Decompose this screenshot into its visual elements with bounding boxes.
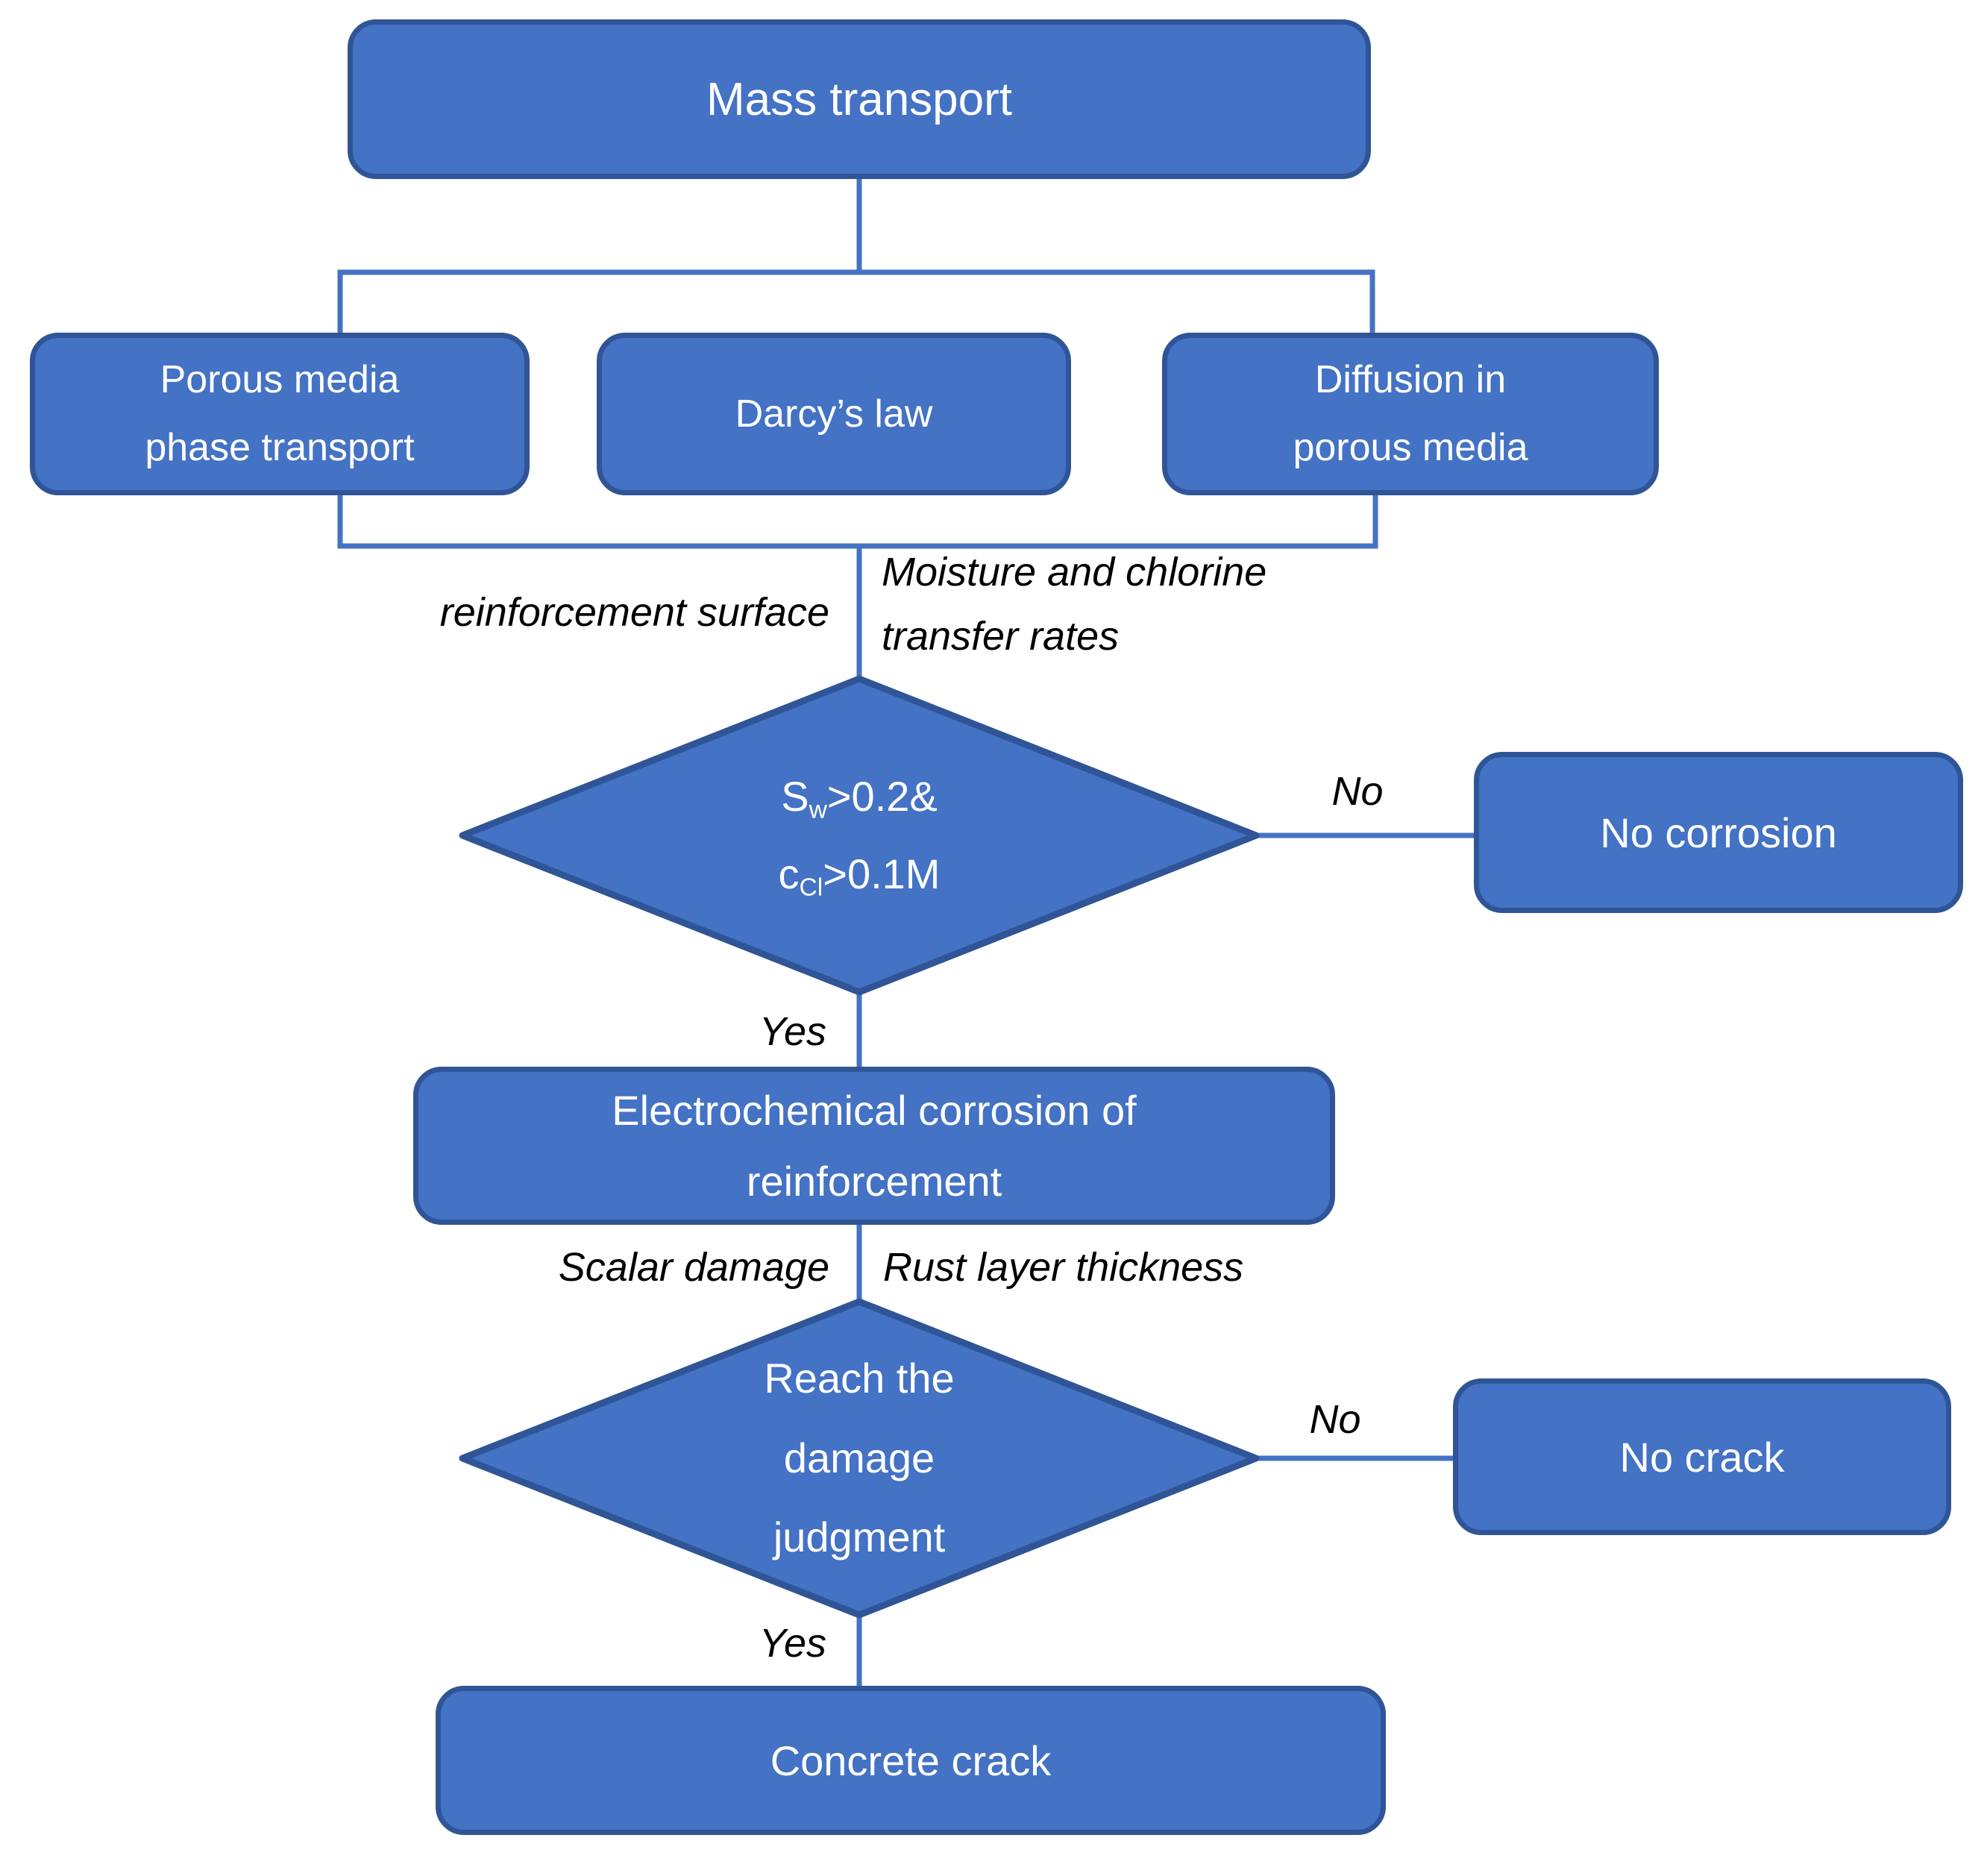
node-label: Darcy’s law [735, 392, 933, 436]
decision1-diamond-shape [459, 675, 1260, 996]
node-diffusion-in-porous-media: Diffusion in porous media [1162, 333, 1659, 495]
decision2-diamond-shape [459, 1298, 1260, 1619]
node-label-line2: phase transport [145, 426, 415, 469]
node-label: Mass transport [706, 73, 1013, 125]
node-porous-media-phase-transport: Porous media phase transport [30, 333, 530, 495]
decision2-line1: Reach the [764, 1355, 955, 1402]
edge-collect-bottom [337, 495, 1378, 549]
decision1-line1: Sw>0.2& [781, 773, 938, 824]
edge-label-moisture-line2: transfer rates [882, 614, 1120, 659]
decision1-text: Sw>0.2& cCl>0.1M [635, 679, 1083, 992]
node-label: No crack [1619, 1433, 1785, 1481]
node-darcys-law: Darcy’s law [597, 333, 1071, 495]
edge-label-decision1-no: No [1331, 769, 1384, 814]
subscript: Cl [799, 873, 823, 902]
node-no-corrosion: No corrosion [1474, 752, 1963, 913]
decision2-line3: judgment [773, 1513, 946, 1561]
node-label-line2: porous media [1293, 426, 1528, 469]
edge-label-decision1-yes: Yes [759, 1009, 826, 1054]
edge-label-rust-layer-thickness: Rust layer thickness [883, 1245, 1244, 1290]
edge-label-decision2-yes: Yes [759, 1621, 826, 1666]
node-concrete-crack: Concrete crack [436, 1686, 1386, 1835]
edge-label-moisture-line1: Moisture and chlorine [882, 550, 1267, 595]
node-label: Concrete crack [770, 1737, 1052, 1784]
node-label-line2: reinforcement [746, 1158, 1002, 1205]
decision2-text: Reach the damage judgment [635, 1302, 1083, 1615]
node-mass-transport: Mass transport [348, 19, 1371, 179]
edge-branch-top [337, 269, 1375, 333]
node-label-line1: Diffusion in [1314, 358, 1507, 401]
subscript: w [809, 796, 827, 824]
node-label-line1: Porous media [160, 358, 400, 401]
node-label: No corrosion [1600, 809, 1837, 856]
edge-label-scalar-damage: Scalar damage [558, 1245, 829, 1290]
node-no-crack: No crack [1453, 1378, 1951, 1535]
edge-label-decision2-no: No [1309, 1397, 1361, 1442]
decision2-line2: damage [783, 1434, 935, 1481]
node-label-line1: Electrochemical corrosion of [612, 1086, 1137, 1134]
decision1-line2: cCl>0.1M [778, 850, 941, 902]
edge-label-reinforcement-surface: reinforcement surface [439, 590, 829, 635]
node-electrochemical-corrosion: Electrochemical corrosion of reinforceme… [413, 1067, 1335, 1225]
